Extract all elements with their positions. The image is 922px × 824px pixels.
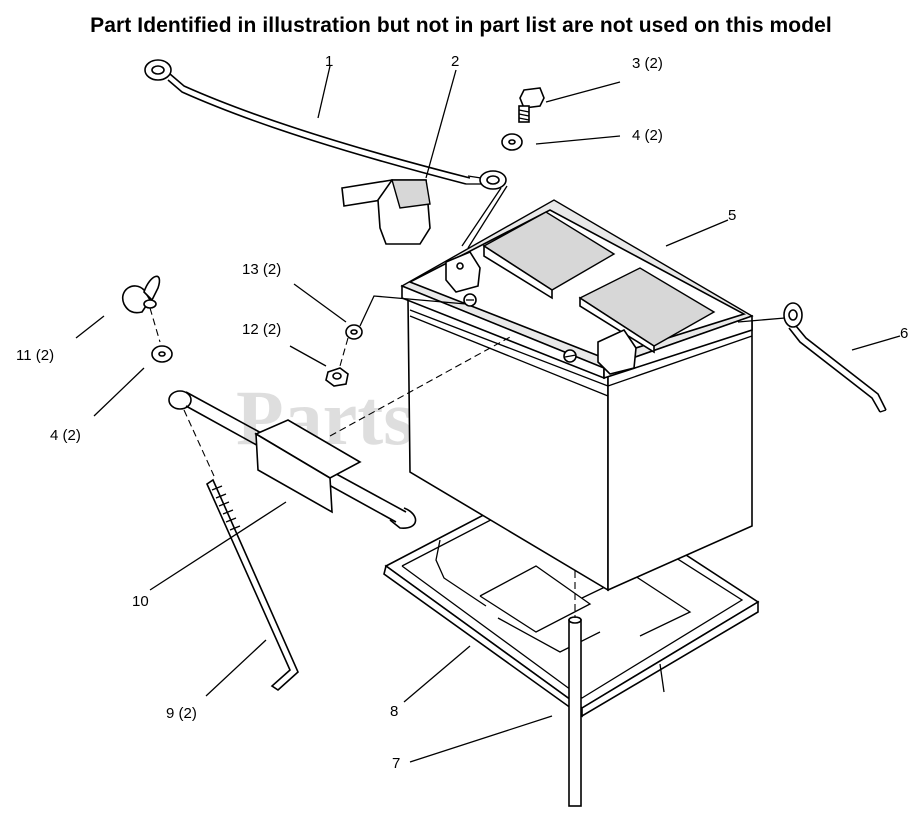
lock-washer-part [339,295,467,367]
callout-9: 9 (2) [166,705,197,722]
rod-part [568,560,582,807]
callout-4-left: 4 (2) [50,427,81,444]
washer-left-part [151,345,173,363]
callout-labels: 1 2 3 (2) 4 (2) 5 6 7 8 9 (2) 10 11 (2) … [16,53,908,772]
leader-lines [75,65,901,763]
bolt-part [518,87,545,123]
battery-tray-part [383,473,760,718]
battery-part [400,199,754,592]
callout-5: 5 [728,207,736,224]
terminal-boot-part [341,179,431,245]
callout-11: 11 (2) [16,347,54,364]
callout-10: 10 [132,593,149,610]
callout-8: 8 [390,703,398,720]
hold-down-bracket-part [168,335,513,529]
callout-7: 7 [392,755,400,772]
washer-top-part [501,133,523,151]
callout-13: 13 (2) [242,261,281,278]
callout-6: 6 [900,325,908,342]
callout-12: 12 (2) [242,321,281,338]
callout-3: 3 (2) [632,55,663,72]
cable-1-part [144,59,508,249]
callout-1: 1 [325,53,333,70]
cable-6-part [737,302,887,413]
diagram-notice: Part Identified in illustration but not … [90,14,832,37]
nut-part [325,367,349,387]
callout-2: 2 [451,53,459,70]
callout-4-top: 4 (2) [632,127,663,144]
wing-nut-part [121,275,161,343]
j-bolt-part [183,409,299,692]
